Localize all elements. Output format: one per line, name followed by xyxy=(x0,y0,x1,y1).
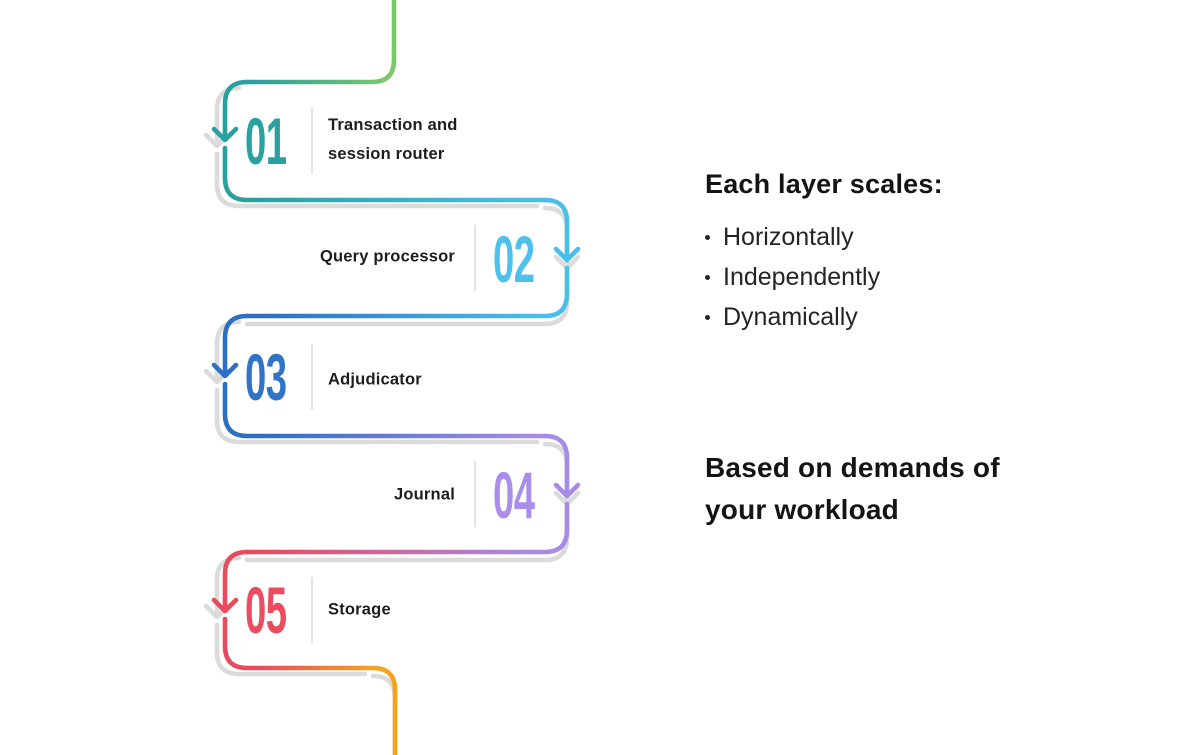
arrow-down-icon xyxy=(553,246,581,263)
step-divider xyxy=(311,577,313,643)
arrow-down-icon xyxy=(211,597,239,614)
scales-heading: Each layer scales: xyxy=(705,169,943,199)
step-label-04: Journal xyxy=(394,485,455,504)
step-divider xyxy=(311,344,313,410)
flow-segment-03 xyxy=(222,313,548,439)
list-item: Independently xyxy=(705,257,880,297)
bullet-icon xyxy=(705,314,710,320)
bullet-label: Horizontally xyxy=(723,222,854,251)
step-number-05: 05 xyxy=(245,573,287,647)
bullet-icon xyxy=(705,274,710,280)
flow-segment-04 xyxy=(244,433,570,555)
arrow-down-icon xyxy=(211,126,239,143)
step-divider xyxy=(474,461,476,527)
arrow-down-icon xyxy=(553,482,581,499)
arrow-down-icon xyxy=(211,362,239,379)
bullet-icon xyxy=(705,234,710,240)
flow-segment-02 xyxy=(244,197,570,319)
step-divider xyxy=(474,225,476,291)
flow-bracket-exit xyxy=(370,665,398,755)
flow-segment-bottom xyxy=(370,665,398,755)
step-divider xyxy=(311,108,313,174)
list-item: Dynamically xyxy=(705,297,880,337)
flow-bracket-03 xyxy=(211,313,548,439)
step-number-01: 01 xyxy=(245,104,287,178)
flow-bracket-02 xyxy=(244,197,581,319)
step-number-03: 03 xyxy=(245,340,287,414)
flow-bracket-05 xyxy=(211,549,376,671)
step-label-03: Adjudicator xyxy=(328,370,422,389)
flow-segment-top xyxy=(244,0,397,85)
step-number-02: 02 xyxy=(493,222,535,296)
flow-segment-05 xyxy=(222,549,376,671)
workload-heading: Based on demands of your workload xyxy=(705,452,1000,525)
flow-bracket-01 xyxy=(211,79,548,203)
step-number-04: 04 xyxy=(493,458,535,532)
bullet-label: Dynamically xyxy=(723,302,858,331)
step-label-02: Query processor xyxy=(319,247,455,266)
bullet-label: Independently xyxy=(723,262,881,291)
step-label-05: Storage xyxy=(328,600,391,619)
list-item: Horizontally xyxy=(705,217,880,257)
flow-segment-01 xyxy=(222,79,548,203)
flow-bracket-04 xyxy=(244,433,581,555)
scales-bullet-list: Horizontally Independently Dynamically xyxy=(705,217,880,337)
step-label-01: Transaction and session router xyxy=(328,116,458,163)
